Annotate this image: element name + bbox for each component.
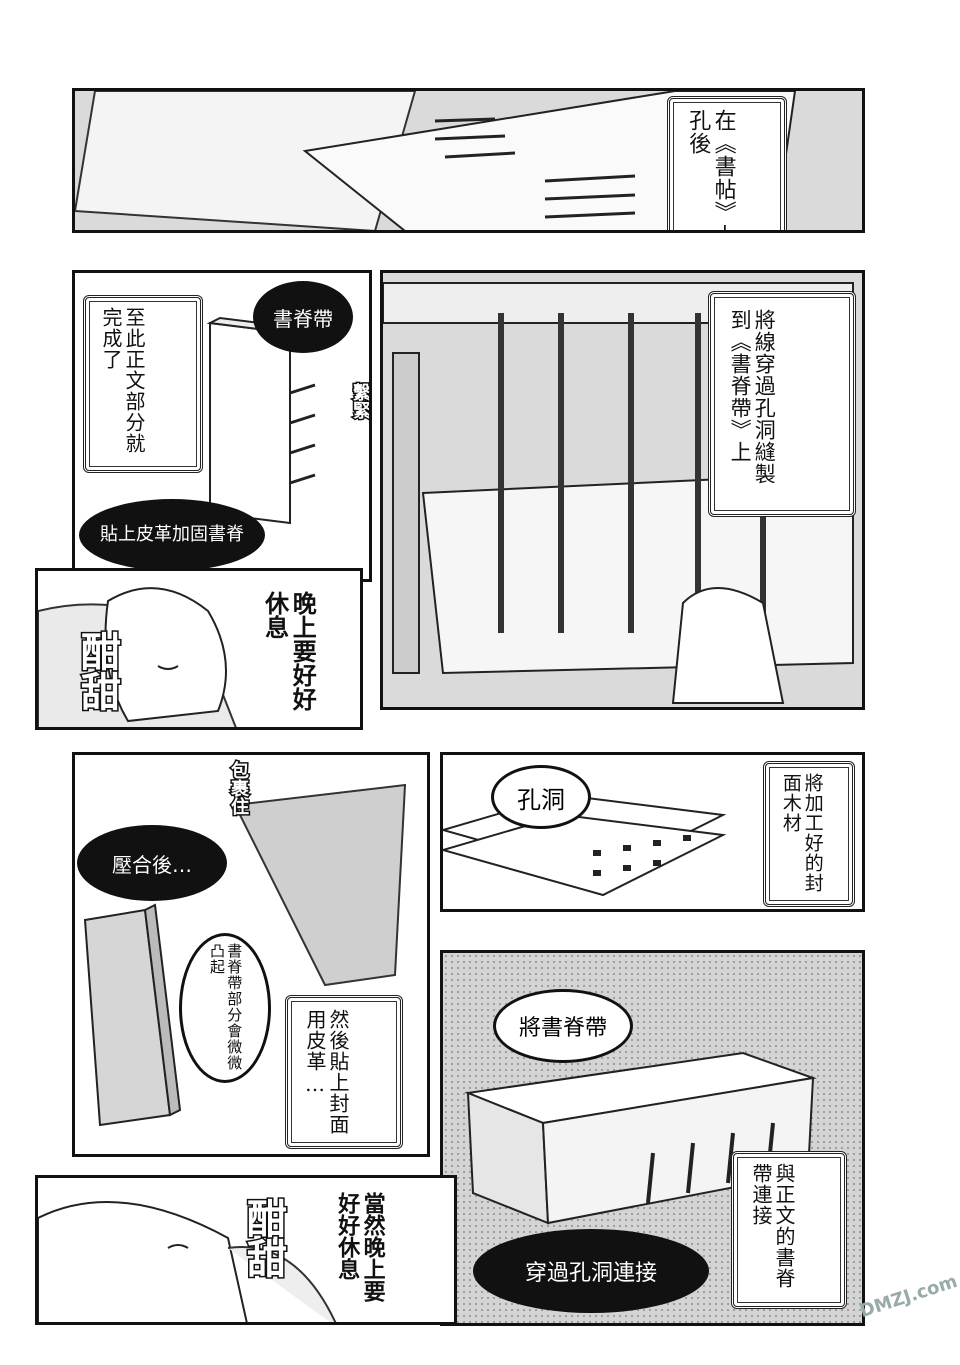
speech-bubble-holes: 孔洞 bbox=[491, 765, 591, 829]
panel-4-art bbox=[38, 587, 237, 727]
panel-8: 酣甜 當然晚上要好好休息 bbox=[35, 1175, 457, 1325]
speech-text: 當然晚上要好好休息 bbox=[334, 1192, 385, 1302]
caption-box bbox=[763, 761, 855, 907]
panel-5: 孔洞 將加工好的封面木材 bbox=[440, 752, 865, 912]
bubble-text: 將書脊帶 bbox=[518, 1016, 607, 1041]
sfx-wrap: 包裹住 bbox=[227, 760, 251, 817]
speech-text: 晚上要好好休息 bbox=[260, 591, 317, 711]
caption-box bbox=[285, 995, 403, 1149]
caption-text: 將線穿過孔洞縫製到《書脊帶》上 bbox=[728, 309, 777, 485]
speech-bubble-leather: 貼上皮革加固書脊 bbox=[79, 499, 265, 571]
caption-text: 與正文的書脊帶連接 bbox=[749, 1163, 796, 1289]
caption-text: 將加工好的封面木材 bbox=[779, 773, 824, 893]
watermark-logo: DMZJ.com bbox=[857, 1270, 960, 1323]
speech-bubble-press: 壓合後… bbox=[77, 825, 227, 901]
panel-7-art bbox=[464, 1051, 817, 1225]
panel-6: 包裹住 壓合後… 書脊帶部分會微微凸起 然後貼上封面用皮革… bbox=[72, 752, 430, 1157]
caption-box bbox=[731, 1151, 847, 1309]
sfx-tie: 繫緊 bbox=[349, 382, 371, 421]
caption-box bbox=[83, 295, 203, 473]
caption-box bbox=[708, 291, 856, 517]
panel-7: 將書脊帶 與正文的書脊帶連接 穿過孔洞連接 bbox=[440, 950, 865, 1326]
sfx-sleep: 酣甜 bbox=[239, 1197, 288, 1280]
panel-2: 至此正文部分就完成了 書脊帶 繫緊 貼上皮革加固書脊 bbox=[72, 270, 372, 582]
sfx-sleep: 酣甜 bbox=[73, 630, 122, 713]
caption-box bbox=[667, 96, 787, 230]
bubble-text: 書脊帶 bbox=[273, 306, 333, 331]
bubble-text: 貼上皮革加固書脊 bbox=[100, 524, 244, 546]
caption-text: 然後貼上封面用皮革… bbox=[303, 1009, 350, 1135]
panel-2-art bbox=[206, 316, 316, 525]
bubble-text: 書脊帶部分會微微凸起 bbox=[208, 943, 244, 1071]
panel-4: 晚上要好好休息 酣甜 bbox=[35, 568, 363, 730]
panel-3: 將線穿過孔洞縫製到《書脊帶》上 bbox=[380, 270, 865, 710]
panel-6-art bbox=[83, 783, 407, 1127]
speech-bubble-raise: 書脊帶部分會微微凸起 bbox=[179, 933, 271, 1083]
panel-1: 在《書帖》上打孔後 bbox=[72, 88, 865, 233]
speech-bubble-connect: 穿過孔洞連接 bbox=[473, 1229, 709, 1313]
bubble-text: 壓合後… bbox=[112, 852, 192, 877]
panel-3-art bbox=[383, 282, 854, 704]
caption-text: 在《書帖》上打孔後 bbox=[685, 109, 736, 233]
speech-bubble-spine-band: 將書脊帶 bbox=[493, 989, 633, 1063]
speech-bubble-spine-band: 書脊帶 bbox=[253, 281, 353, 353]
caption-text: 至此正文部分就完成了 bbox=[99, 307, 146, 454]
bubble-text: 穿過孔洞連接 bbox=[524, 1261, 657, 1286]
panel-8-art bbox=[38, 1201, 337, 1322]
bubble-text: 孔洞 bbox=[517, 785, 565, 814]
